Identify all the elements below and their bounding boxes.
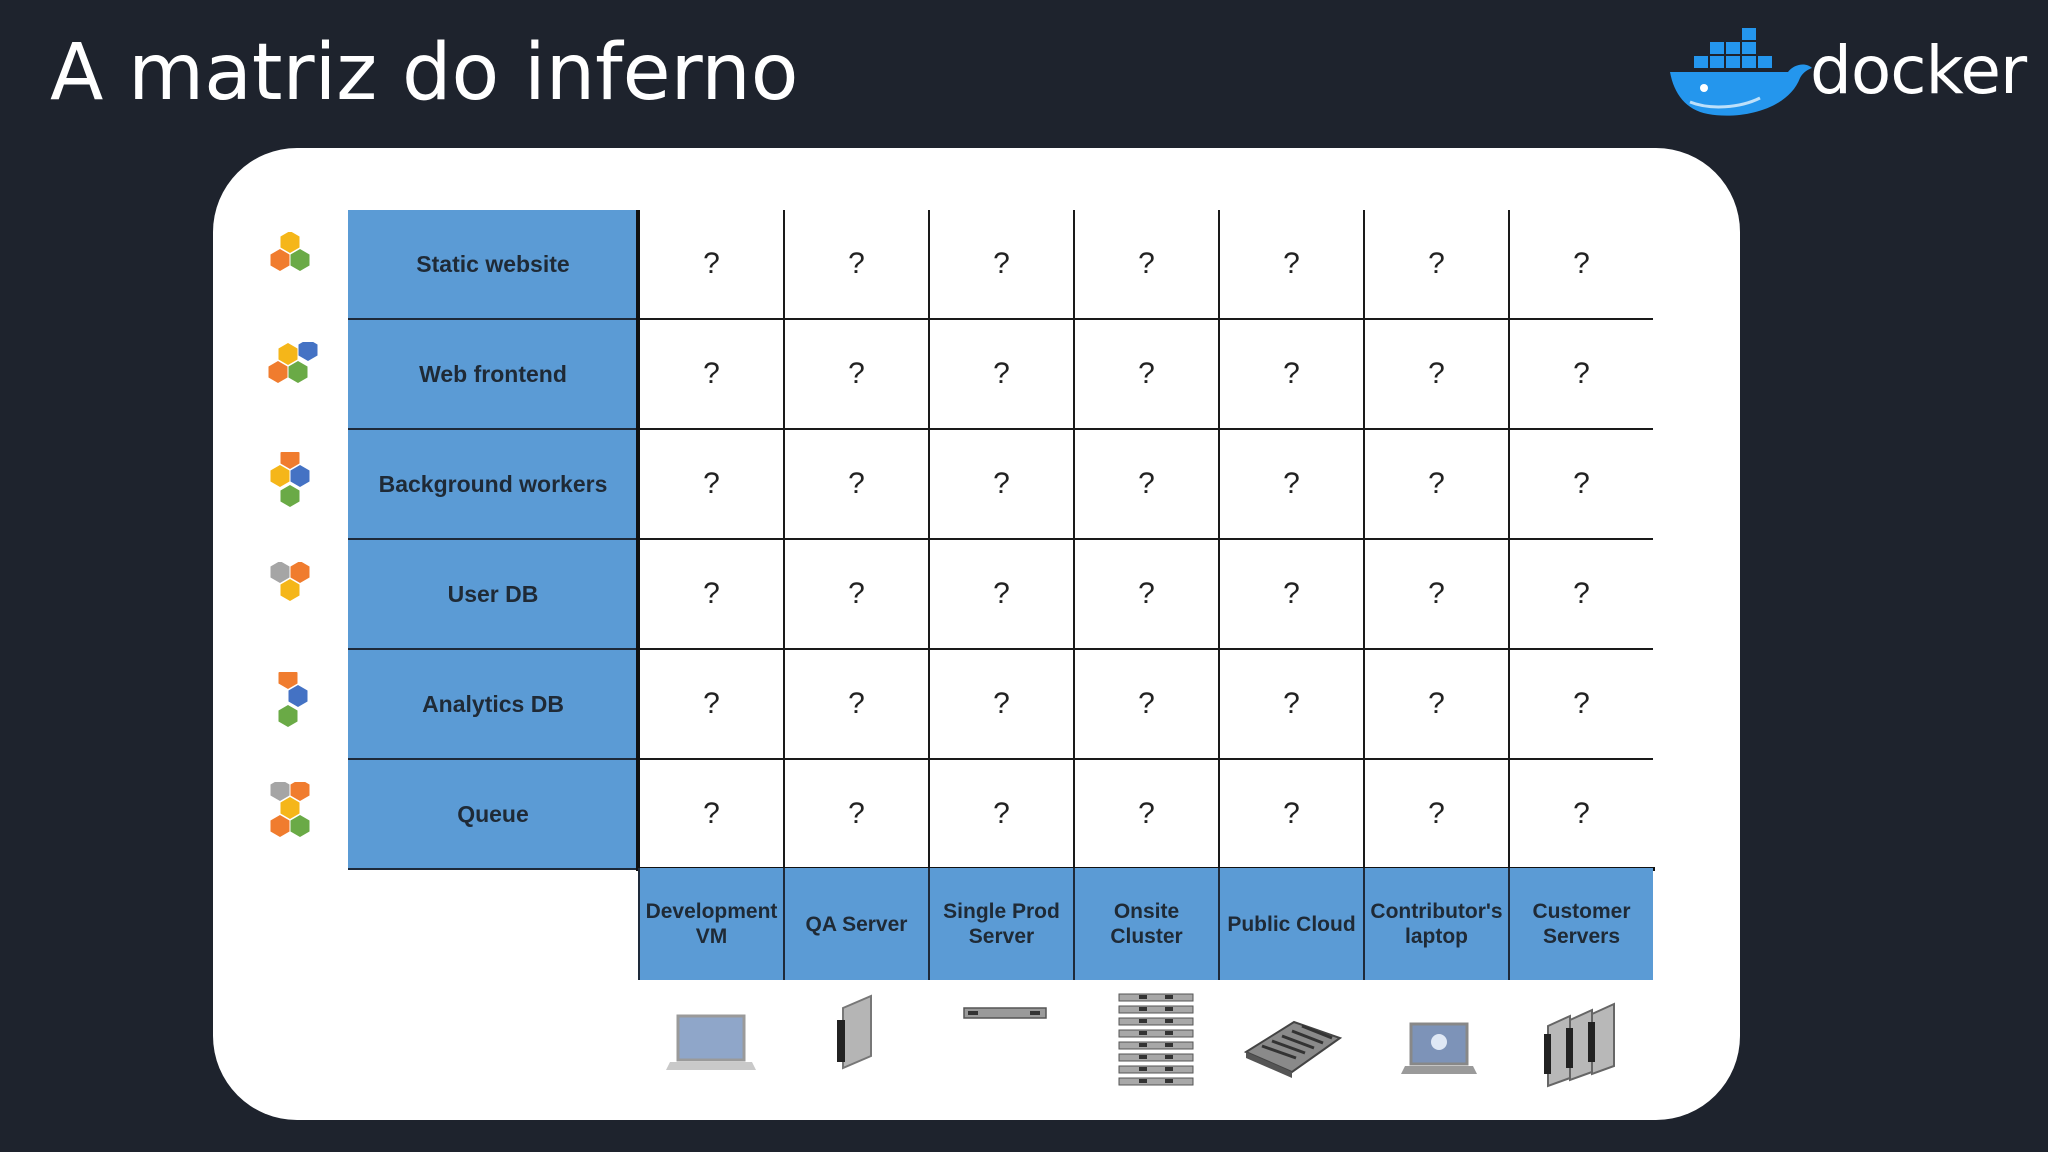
matrix-cell: ? (1218, 430, 1363, 540)
blue-hexagon (298, 342, 318, 361)
matrix-cell: ? (1363, 540, 1508, 650)
slide-title: A matriz do inferno (50, 28, 799, 118)
gray-hexagon (270, 782, 290, 801)
orange-hexagon (280, 452, 300, 469)
matrix-cell: ? (638, 320, 783, 430)
column-header: Contributor's laptop (1363, 868, 1508, 980)
hex-cluster-orange-yellow-blue-green-icon (270, 452, 310, 507)
matrix-cell: ? (638, 540, 783, 650)
matrix-cell: ? (1073, 650, 1218, 760)
yellow-hexagon (280, 232, 300, 253)
rack-server-icon (946, 986, 1056, 1100)
matrix-cell: ? (1073, 760, 1218, 870)
matrix-cell: ? (783, 540, 928, 650)
row-header: Web frontend (348, 320, 638, 430)
docker-whale-icon (1670, 28, 1812, 116)
hex-cluster-gray-orange-yellow-green-icon (270, 782, 310, 837)
motherboard-icon (1236, 986, 1346, 1100)
matrix-cell: ? (928, 760, 1073, 870)
docker-logo: docker (1660, 18, 2030, 118)
green-hexagon (278, 705, 298, 727)
matrix-cell: ? (1363, 760, 1508, 870)
green-hexagon (290, 249, 310, 271)
green-hexagon (290, 815, 310, 837)
matrix-cell: ? (638, 650, 783, 760)
matrix-cell: ? (1073, 210, 1218, 320)
column-header: Development VM (638, 868, 783, 980)
vertical-axis-line (636, 210, 640, 870)
matrix-cell: ? (928, 540, 1073, 650)
matrix-cell: ? (1508, 320, 1653, 430)
matrix-cell: ? (1508, 650, 1653, 760)
row-header: Background workers (348, 430, 638, 540)
matrix-cell: ? (783, 760, 928, 870)
matrix-cell: ? (1073, 430, 1218, 540)
column-header: Onsite Cluster (1073, 868, 1218, 980)
matrix-cell: ? (1218, 650, 1363, 760)
docker-wordmark: docker (1810, 32, 2027, 109)
column-header: Public Cloud (1218, 868, 1363, 980)
hex-cluster-yellow-blue-orange-green-icon (268, 342, 318, 383)
column-header: Customer Servers (1508, 868, 1653, 980)
green-hexagon (288, 361, 308, 383)
blue-hexagon (290, 465, 310, 487)
matrix-cell: ? (928, 430, 1073, 540)
matrix-cell: ? (783, 210, 928, 320)
green-hexagon (280, 485, 300, 507)
orange-hexagon (270, 249, 290, 271)
dell-laptop-icon (1381, 986, 1491, 1100)
matrix-cell: ? (928, 650, 1073, 760)
orange-hexagon (290, 562, 310, 583)
matrix-cell: ? (783, 430, 928, 540)
server-stack-icon (1091, 986, 1201, 1100)
matrix-cell: ? (783, 650, 928, 760)
matrix-cell: ? (638, 430, 783, 540)
row-header: Analytics DB (348, 650, 638, 760)
matrix-cell: ? (1073, 540, 1218, 650)
matrix-cell: ? (1508, 430, 1653, 540)
matrix-cell: ? (638, 210, 783, 320)
matrix-card: Static website???????Web frontend???????… (213, 148, 1740, 1120)
hex-cluster-orange-green-yellow-icon (270, 232, 310, 271)
orange-hexagon (278, 672, 298, 689)
matrix-cell: ? (1363, 210, 1508, 320)
gray-hexagon (270, 562, 290, 583)
matrix-cell: ? (1363, 320, 1508, 430)
orange-hexagon (270, 815, 290, 837)
yellow-hexagon (280, 579, 300, 601)
matrix-cell: ? (1508, 210, 1653, 320)
matrix-cell: ? (1218, 540, 1363, 650)
hex-cluster-gray-orange-yellow-icon (270, 562, 310, 601)
matrix-cell: ? (638, 760, 783, 870)
matrix-cell: ? (928, 210, 1073, 320)
matrix-cell: ? (783, 320, 928, 430)
matrix-cell: ? (1363, 650, 1508, 760)
hex-cluster-orange-blue-green-icon (278, 672, 308, 727)
matrix-cell: ? (1218, 760, 1363, 870)
orange-hexagon (268, 361, 288, 383)
yellow-hexagon (270, 465, 290, 487)
blade-servers-icon (1526, 986, 1636, 1100)
matrix-cell: ? (1218, 210, 1363, 320)
matrix-cell: ? (1073, 320, 1218, 430)
orange-hexagon (290, 782, 310, 801)
blue-hexagon (288, 685, 308, 707)
row-header: User DB (348, 540, 638, 650)
matrix-cell: ? (1508, 760, 1653, 870)
row-header: Queue (348, 760, 638, 870)
matrix-cell: ? (1508, 540, 1653, 650)
laptop-icon (656, 986, 766, 1100)
yellow-hexagon (278, 343, 298, 365)
column-header: Single Prod Server (928, 868, 1073, 980)
matrix-cell: ? (1218, 320, 1363, 430)
blade-server-icon (801, 986, 911, 1100)
yellow-hexagon (280, 797, 300, 819)
matrix-cell: ? (1363, 430, 1508, 540)
row-header: Static website (348, 210, 638, 320)
matrix-cell: ? (928, 320, 1073, 430)
column-header: QA Server (783, 868, 928, 980)
